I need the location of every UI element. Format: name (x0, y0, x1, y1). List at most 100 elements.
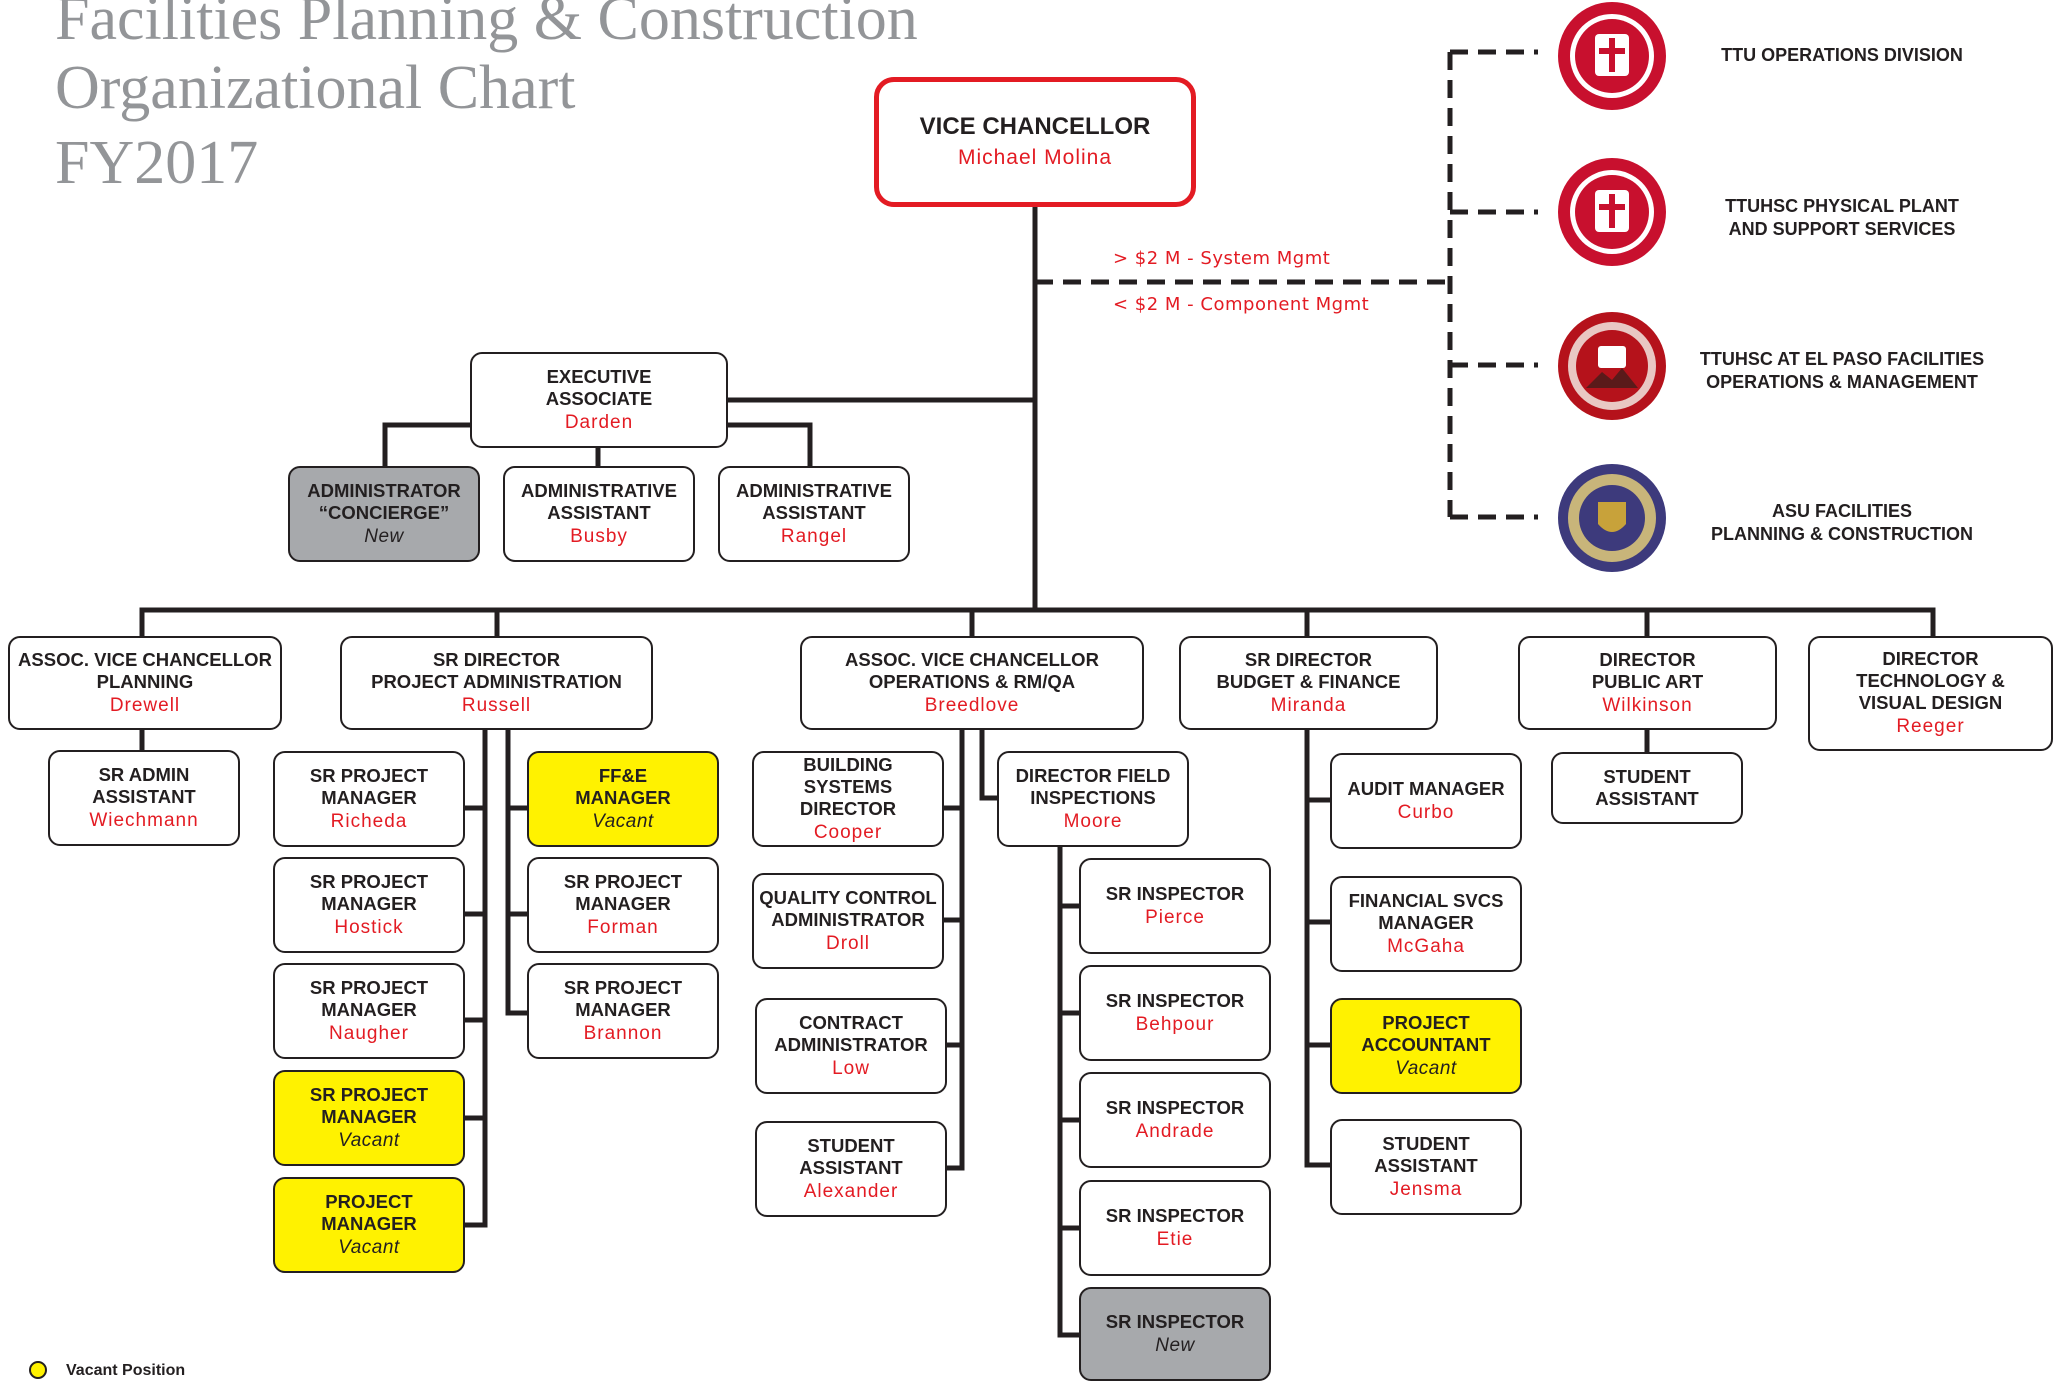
sr-inspector-etie-box: SR INSPECTOR Etie (1079, 1180, 1271, 1276)
node-title: DIRECTOR PUBLIC ART (1591, 648, 1704, 692)
node-title: SR INSPECTOR (1105, 1204, 1245, 1226)
node-name: Droll (825, 932, 871, 954)
partner-ttuhsc-physical-plant-label: TTUHSC PHYSICAL PLANT AND SUPPORT SERVIC… (1725, 196, 1959, 239)
legend-vacant-swatch (29, 1361, 47, 1379)
node-title: SR PROJECT MANAGER (563, 870, 683, 914)
sr-director-budget-finance-box: SR DIRECTOR BUDGET & FINANCE Miranda (1179, 636, 1438, 730)
node-title: DIRECTOR TECHNOLOGY & VISUAL DESIGN (1856, 648, 2005, 713)
node-name: McGaha (1387, 935, 1465, 957)
node-title: SR INSPECTOR (1105, 1310, 1245, 1332)
node-title: SR INSPECTOR (1105, 989, 1245, 1011)
node-name: Naugher (329, 1022, 409, 1044)
node-name: Breedlove (924, 694, 1020, 716)
node-title: SR PROJECT MANAGER (563, 976, 683, 1020)
node-name: Michael Molina (957, 146, 1113, 169)
ttuhsc-seal-icon (1556, 156, 1668, 268)
node-name: Curbo (1397, 801, 1455, 823)
node-title: STUDENT ASSISTANT (1374, 1132, 1478, 1176)
node-title: ASSOC. VICE CHANCELLOR OPERATIONS & RM/Q… (845, 648, 1099, 692)
node-name: Andrade (1135, 1120, 1215, 1142)
ttuhsc-el-paso-seal-icon (1556, 310, 1668, 422)
node-title: ADMINISTRATOR “CONCIERGE” (307, 479, 461, 523)
node-name: Richeda (330, 810, 408, 832)
sr-inspector-andrade-box: SR INSPECTOR Andrade (1079, 1072, 1271, 1168)
node-name: Rangel (780, 525, 848, 547)
asu-seal-icon (1556, 462, 1668, 574)
sr-project-manager-forman-box: SR PROJECT MANAGER Forman (527, 857, 719, 953)
sr-project-manager-naugher-box: SR PROJECT MANAGER Naugher (273, 963, 465, 1059)
building-systems-director-box: BUILDING SYSTEMS DIRECTOR Cooper (752, 751, 944, 847)
director-technology-visual-design-box: DIRECTOR TECHNOLOGY & VISUAL DESIGN Reeg… (1808, 636, 2053, 751)
project-accountant-vacant-box: PROJECT ACCOUNTANT Vacant (1330, 998, 1522, 1094)
system-mgmt-label: > $2 M - System Mgmt (1113, 248, 1331, 269)
node-title: STUDENT ASSISTANT (799, 1134, 903, 1178)
node-name: Reeger (1896, 716, 1965, 737)
node-name: Behpour (1135, 1013, 1215, 1035)
sr-admin-assistant-box: SR ADMIN ASSISTANT Wiechmann (48, 750, 240, 846)
node-name: Wilkinson (1602, 694, 1693, 716)
avc-operations-box: ASSOC. VICE CHANCELLOR OPERATIONS & RM/Q… (800, 636, 1144, 730)
node-name: Etie (1156, 1228, 1194, 1250)
node-name: Alexander (803, 1180, 899, 1202)
component-mgmt-label: < $2 M - Component Mgmt (1113, 294, 1370, 315)
student-assistant-public-art-box: STUDENT ASSISTANT (1551, 752, 1743, 824)
partner-ttu-operations-label: TTU OPERATIONS DIVISION (1721, 45, 1963, 65)
node-title: STUDENT ASSISTANT (1595, 766, 1699, 809)
sr-inspector-new-box: SR INSPECTOR New (1079, 1287, 1271, 1381)
node-title: ADMINISTRATIVE ASSISTANT (521, 479, 677, 523)
student-assistant-alexander-box: STUDENT ASSISTANT Alexander (755, 1121, 947, 1217)
node-name: Moore (1063, 810, 1123, 832)
node-name: New (1155, 1334, 1195, 1356)
page-title-line-2: Organizational Chart (55, 54, 576, 122)
page-title-line-1: Facilities Planning & Construction (55, 0, 918, 53)
audit-manager-box: AUDIT MANAGER Curbo (1330, 753, 1522, 849)
node-title: SR PROJECT MANAGER (309, 1083, 429, 1127)
director-public-art-box: DIRECTOR PUBLIC ART Wilkinson (1518, 636, 1777, 730)
administrator-concierge-box: ADMINISTRATOR “CONCIERGE” New (288, 466, 480, 562)
node-name: Vacant (592, 810, 654, 832)
sr-project-manager-brannon-box: SR PROJECT MANAGER Brannon (527, 963, 719, 1059)
executive-associate-box: EXECUTIVE ASSOCIATE Darden (470, 352, 728, 448)
avc-planning-box: ASSOC. VICE CHANCELLOR PLANNING Drewell (8, 636, 282, 730)
node-title: SR INSPECTOR (1105, 1096, 1245, 1118)
node-name: Vacant (1395, 1057, 1457, 1079)
node-name: Low (832, 1057, 870, 1079)
node-title: QUALITY CONTROL ADMINISTRATOR (759, 886, 937, 930)
node-name: Jensma (1389, 1178, 1463, 1200)
quality-control-administrator-box: QUALITY CONTROL ADMINISTRATOR Droll (752, 873, 944, 969)
sr-project-manager-richeda-box: SR PROJECT MANAGER Richeda (273, 751, 465, 847)
node-name: Pierce (1145, 906, 1205, 928)
node-name: Vacant (338, 1236, 400, 1258)
node-name: Brannon (583, 1022, 663, 1044)
partner-asu-facilities-label: ASU FACILITIES PLANNING & CONSTRUCTION (1711, 501, 1973, 544)
project-manager-vacant-box: PROJECT MANAGER Vacant (273, 1177, 465, 1273)
node-title: SR DIRECTOR BUDGET & FINANCE (1216, 648, 1401, 692)
node-name: Russell (461, 694, 532, 716)
sr-inspector-behpour-box: SR INSPECTOR Behpour (1079, 965, 1271, 1061)
node-name: Cooper (813, 821, 883, 843)
node-title: SR DIRECTOR PROJECT ADMINISTRATION (371, 648, 622, 692)
node-title: EXECUTIVE ASSOCIATE (545, 365, 653, 409)
administrative-assistant-busby-box: ADMINISTRATIVE ASSISTANT Busby (503, 466, 695, 562)
contract-administrator-box: CONTRACT ADMINISTRATOR Low (755, 998, 947, 1094)
node-name: Hostick (334, 916, 404, 938)
administrative-assistant-rangel-box: ADMINISTRATIVE ASSISTANT Rangel (718, 466, 910, 562)
node-name: New (364, 525, 404, 547)
node-title: SR INSPECTOR (1105, 882, 1245, 904)
node-title: CONTRACT ADMINISTRATOR (774, 1011, 928, 1055)
node-title: SR PROJECT MANAGER (309, 870, 429, 914)
node-title: FINANCIAL SVCS MANAGER (1348, 889, 1504, 933)
sr-director-project-administration-box: SR DIRECTOR PROJECT ADMINISTRATION Russe… (340, 636, 653, 730)
vice-chancellor-box: VICE CHANCELLOR Michael Molina (874, 77, 1196, 207)
node-name: Drewell (109, 694, 181, 716)
node-name: Darden (564, 411, 634, 433)
page-title-line-3: FY2017 (55, 129, 259, 197)
node-name: Miranda (1270, 694, 1347, 716)
legend-vacant-label: Vacant Position (66, 1362, 186, 1379)
node-title: BUILDING SYSTEMS DIRECTOR (799, 753, 897, 819)
node-title: ADMINISTRATIVE ASSISTANT (736, 479, 892, 523)
node-title: PROJECT ACCOUNTANT (1361, 1011, 1491, 1055)
ttu-seal-icon (1556, 0, 1668, 112)
sr-inspector-pierce-box: SR INSPECTOR Pierce (1079, 858, 1271, 954)
sr-project-manager-vacant-box: SR PROJECT MANAGER Vacant (273, 1070, 465, 1166)
